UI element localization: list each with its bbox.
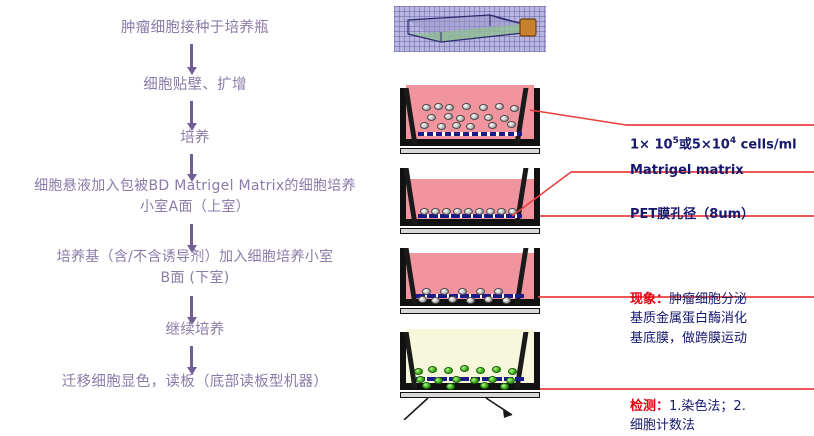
chamber-base-1 [400,148,540,154]
flow-arrow-2 [186,101,197,131]
bottom-arrow-left [403,397,429,420]
seeding-suffix: cells/ml [736,137,797,153]
pet-membrane-1 [418,132,522,136]
bottom-arrow-right [485,397,513,416]
chamber-base-2 [400,228,540,234]
seeding-prefix: 1× 10 [630,137,673,153]
seeding-exp-1: 5 [672,136,679,146]
chamber-cells-migrating [400,248,540,320]
flow-arrow-3 [186,154,197,182]
flow-step-2: 细胞贴壁、扩增 [143,77,247,93]
label-detection: 检测：1.染色法；2. 细胞计数法 [630,377,746,436]
flask-vector [407,14,537,43]
phenomenon-body: 肿瘤细胞分泌 基质金属蛋白酶消化 基底膜，做跨膜运动 [630,291,748,346]
workflow-flowchart: 肿瘤细胞接种于培养瓶 细胞贴壁、扩增 培养 细胞悬液加入包被BD Matrige… [0,0,390,420]
culture-flask-illustration [394,6,546,52]
leader-seeding [529,109,627,126]
transwell-assay-diagram: 1× 105或5×104 cells/ml Matrigel matrix PE… [390,0,814,433]
flow-step-5: 培养基（含/不含诱导剂）加入细胞培养小室 B面 (下室) [56,249,334,286]
chamber-cells-settled [400,168,540,240]
flow-arrow-6 [186,346,197,375]
flow-step-3: 培养 [180,130,210,146]
phenomenon-keyword: 现象： [630,291,670,307]
seeding-mid: 或5×10 [678,137,730,153]
flow-step-4: 细胞悬液加入包被BD Matrigel Matrix的细胞培养 小室A面（上室） [34,178,356,215]
flow-arrow-5 [186,296,197,325]
flow-step-1: 肿瘤细胞接种于培养瓶 [121,20,269,36]
chamber-base-4 [400,392,540,398]
seeding-exp-2: 4 [729,136,737,146]
chamber-cells-stained [400,329,540,404]
flow-step-6: 继续培养 [165,322,225,338]
chamber-base-3 [400,308,540,314]
label-phenomenon: 现象：肿瘤细胞分泌 基质金属蛋白酶消化 基底膜，做跨膜运动 [630,270,747,348]
label-matrigel: Matrigel matrix [630,163,744,178]
chamber-cells-seeded [400,85,540,158]
label-pet-membrane: PET膜孔径（8um） [630,207,755,222]
pet-membrane-2 [418,214,522,218]
detection-keyword: 检测： [630,398,670,414]
chamber-fluid-1 [406,85,534,139]
leader-lines [403,109,814,420]
leader-matrigel [511,171,572,217]
pet-membrane-3 [416,294,524,298]
flow-arrow-4 [186,224,197,253]
label-seeding-density: 1× 105或5×104 cells/ml [630,113,797,154]
flow-arrow-1 [186,44,197,75]
flow-step-7: 迁移细胞显色，读板（底部读板型机器） [61,374,329,390]
